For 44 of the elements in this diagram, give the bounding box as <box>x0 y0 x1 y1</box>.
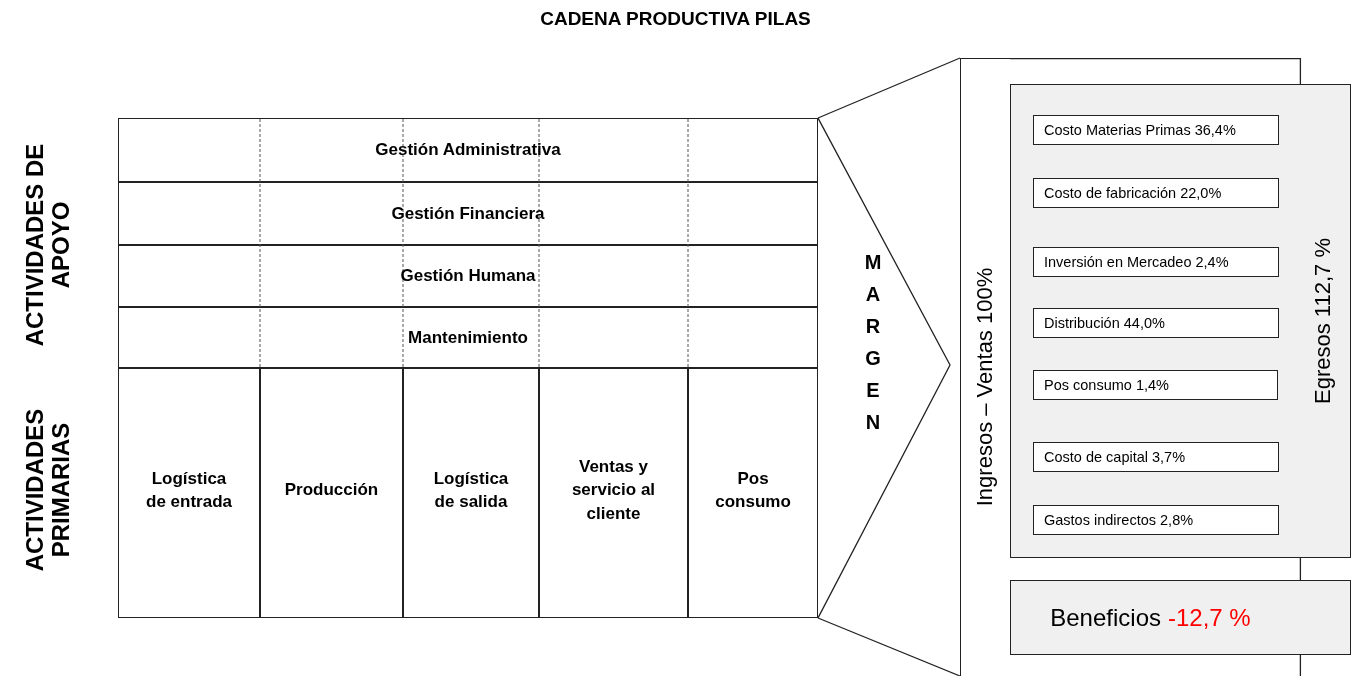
diagram-title: CADENA PRODUCTIVA PILAS <box>539 8 812 30</box>
expense-label: Gastos indirectos 2,8% <box>1044 512 1194 528</box>
expense-item-box <box>1033 370 1278 400</box>
activity-label: Ventas y servicio al cliente <box>570 455 657 525</box>
primary-activity-column <box>403 368 539 618</box>
expense-item-box <box>1033 178 1279 208</box>
expense-label: Pos consumo 1,4% <box>1044 377 1169 393</box>
revenue-label: Ingresos – Ventas 100% <box>972 267 998 507</box>
support-activity-band <box>118 307 818 368</box>
primary-activity-column <box>688 368 818 618</box>
expense-label: Distribución 44,0% <box>1044 315 1165 331</box>
expense-label: Inversión en Mercadeo 2,4% <box>1044 254 1229 270</box>
activity-label: Logística de entrada <box>145 467 233 513</box>
primary-activity-column <box>260 368 403 618</box>
expense-item-box <box>1033 115 1279 145</box>
expense-item-box <box>1033 505 1279 535</box>
expense-item-box <box>1033 442 1279 472</box>
support-activity-band <box>118 118 818 182</box>
section-label: ACTIVIDADES PRIMARIAS <box>21 407 75 574</box>
expense-item-box <box>1033 247 1279 277</box>
activity-label: Gestión Humana <box>400 266 536 286</box>
expense-label: Costo de fabricación 22,0% <box>1044 185 1222 201</box>
margin-label: MARGEN <box>863 250 883 435</box>
expense-label: Costo de capital 3,7% <box>1044 449 1186 465</box>
support-activity-band <box>118 182 818 245</box>
activity-label: Mantenimiento <box>408 327 528 348</box>
primary-activity-column <box>118 368 260 618</box>
expense-item-box <box>1033 308 1279 338</box>
expenses-panel <box>1010 84 1351 558</box>
support-activity-band <box>118 245 818 307</box>
profit-box <box>1010 580 1351 655</box>
expense-label: Costo Materias Primas 36,4% <box>1044 122 1236 138</box>
activity-label: Gestión Financiera <box>391 203 545 224</box>
activity-label: Pos consumo <box>714 467 792 513</box>
activity-label: Logística de salida <box>432 467 510 513</box>
expenses-label: Egresos 112,7 % <box>1310 238 1336 404</box>
margin-chevron <box>818 118 952 618</box>
primary-activity-column <box>539 368 688 618</box>
profit-value: -12,7 % <box>1168 603 1251 632</box>
profit-label: Beneficios <box>1050 603 1161 632</box>
revenue-box <box>960 58 1010 676</box>
activity-label: Gestión Administrativa <box>375 140 561 160</box>
section-label: ACTIVIDADES DE APOYO <box>21 142 75 349</box>
activity-label: Producción <box>284 479 379 502</box>
